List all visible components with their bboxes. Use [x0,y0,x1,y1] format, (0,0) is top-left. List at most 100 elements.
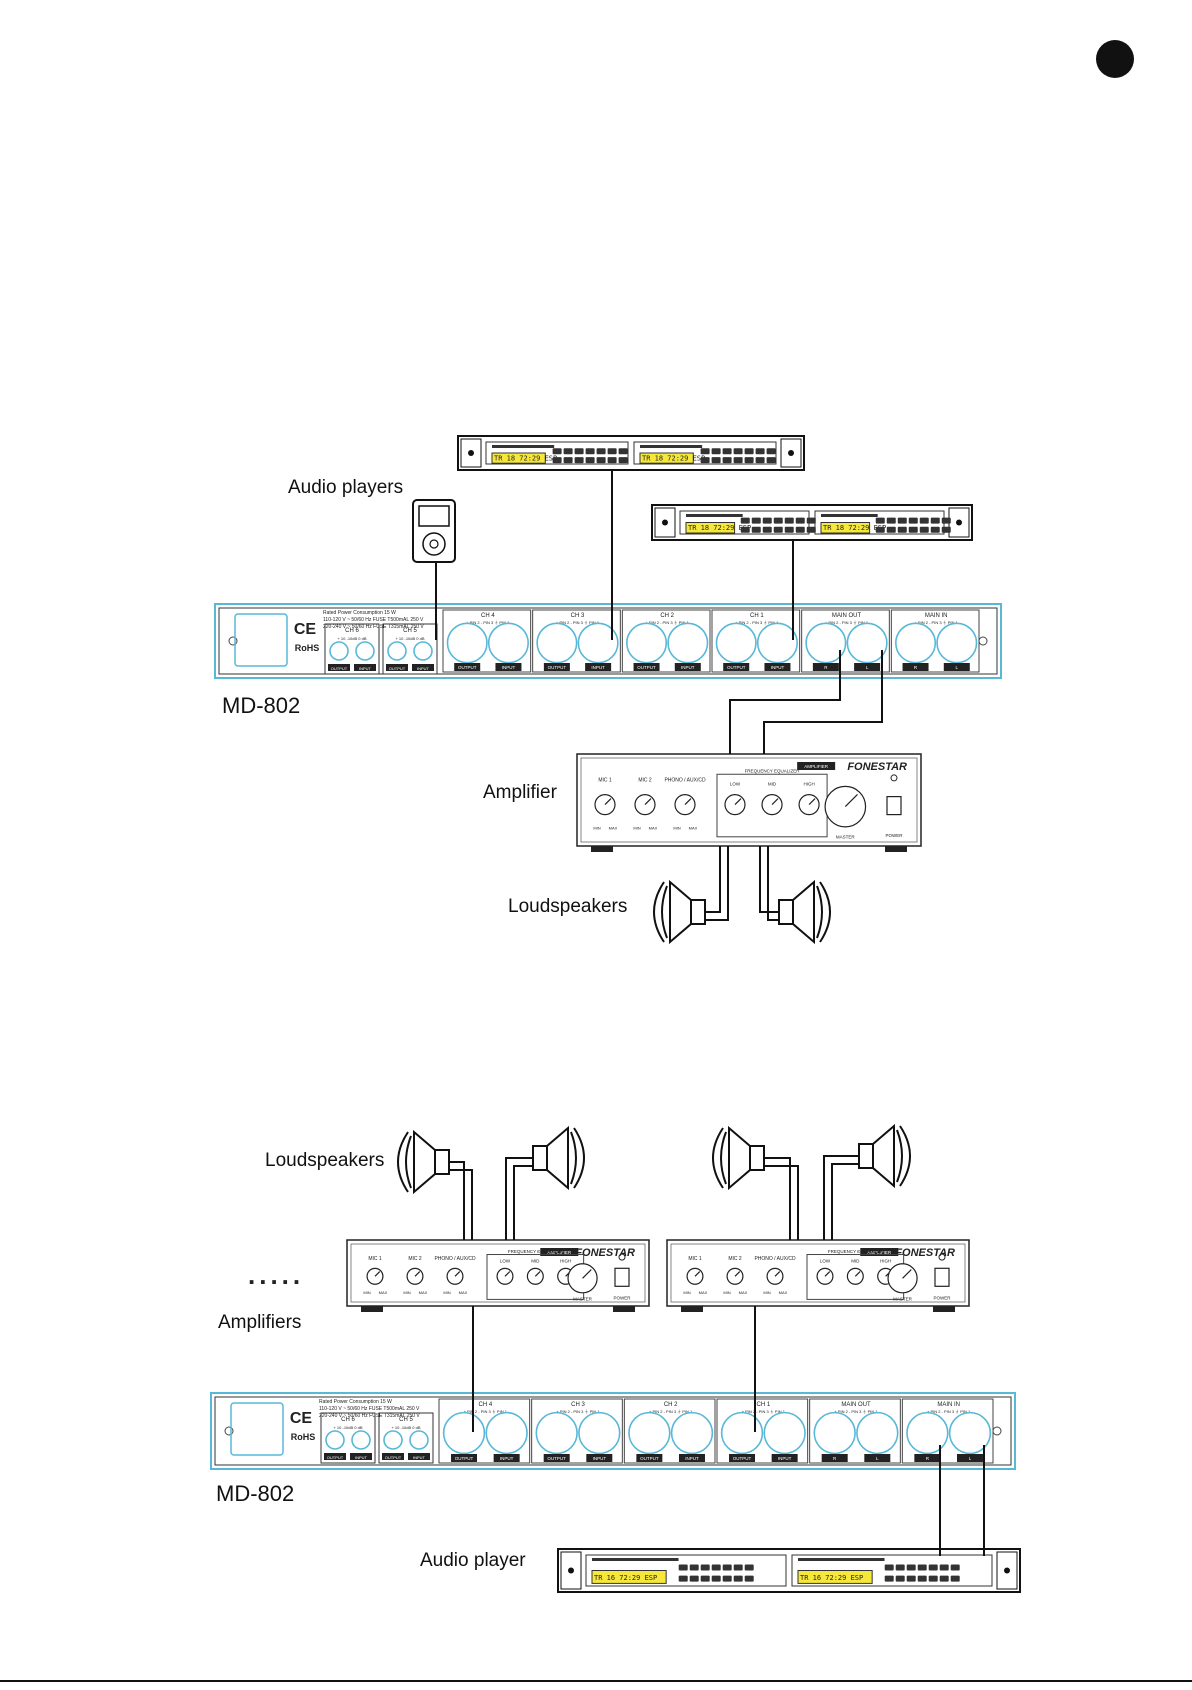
jack-tag [864,1454,891,1462]
amp-range-label: MIN [443,1290,450,1295]
amp-range-label: MAX [699,1290,708,1295]
amp-range-label: MAX [739,1290,748,1295]
cable-amp-spk1-a [705,846,721,913]
jack-tag [902,663,929,671]
rca-jack-labels: + 10 -10dB 0 dB [395,636,424,641]
xlr-pin-labels: + PIN 2 - PIN 3 ⏚ PIN 1 [556,619,600,625]
jack-tag-text: INPUT [500,1456,514,1461]
sound-wave [573,1127,585,1189]
eq-knob-label: MID [768,781,777,786]
amp-range-label: MIN [763,1290,770,1295]
xlr-pin-labels: + PIN 2 - PIN 3 ⏚ PIN 1 [927,1408,971,1414]
knob-pointer [582,1269,592,1279]
player-button [766,448,776,455]
player-button [950,1575,960,1582]
amp-range-label: MIN [633,825,640,830]
power-led [938,1253,946,1261]
jack-tag [543,663,570,671]
player-button [886,526,896,533]
player-button [744,448,754,455]
player-button [897,517,907,524]
xlr-channel-name: MAIN IN [937,1402,960,1408]
sound-wave [661,885,668,939]
amp-range-label: MIN [363,1290,370,1295]
amp-knob-label: PHONO / AUX/CD [434,1256,476,1262]
player-button [773,517,783,524]
jack-tag [543,1454,570,1462]
power-led [618,1253,626,1261]
jack-tag [636,1454,663,1462]
jack-tag-text: INPUT [685,1456,699,1461]
jack-tag [821,1454,848,1462]
xlr-channel-box [621,609,711,673]
jack-tag-text: OUTPUT [640,1456,659,1461]
xlr-channel-name: CH 1 [750,613,764,619]
player-button [795,517,805,524]
spec-line: 220-240 V ~ 50/60 Hz FUSE T315mAL 250 V [323,624,424,630]
speaker-driver [858,1143,874,1169]
rca-jack [409,1430,429,1450]
jack-tag-text: OUTPUT [389,666,406,671]
speaker-driver [434,1149,450,1175]
xlr-jack [577,622,619,664]
xlr-channel-name: MAIN IN [925,613,948,619]
ipod-screen [418,505,450,527]
xlr-jack [578,1411,621,1455]
xlr-channel-box [711,609,801,673]
label-md802-bottom: MD-802 [216,1481,295,1506]
sound-wave [397,1131,409,1193]
label-amplifier: Amplifier [483,782,557,803]
amp-master-label: MASTER [893,1297,913,1302]
player-button [740,526,750,533]
amp-model-text: AMPLIFIER [804,764,829,769]
player-button [884,1564,894,1571]
sound-wave [899,1125,911,1187]
disc-slot [686,514,743,517]
rack-hole [468,450,474,456]
jack-tag [324,1453,346,1460]
amp-brand: FONESTAR [895,1247,955,1259]
cable-spk1-a [449,1161,465,1240]
player-button [596,448,606,455]
rohs-mark: RoHS [291,1432,316,1442]
xlr-jack [715,622,757,664]
jack-tag [586,1454,613,1462]
player-button [939,1575,949,1582]
jack-tag-text: INPUT [359,666,372,671]
speaker-horn [669,879,692,945]
xlr-channel-name: CH 2 [660,613,674,619]
loudspeaker-bottom-2 [532,1125,585,1191]
amp-range-label: MAX [609,825,618,830]
amp-range-label: MAX [649,825,658,830]
jack-tag-text: OUTPUT [637,665,656,670]
jack-tag-text: OUTPUT [548,665,567,670]
xlr-channel-name: CH 3 [571,613,585,619]
rca-channel-box [382,623,438,675]
jack-tag [382,1453,404,1460]
jack-tag [451,1454,478,1462]
amp-range-label: MIN [673,825,680,830]
xlr-channel-name: CH 2 [664,1402,678,1408]
rca-jack [413,641,433,661]
player-button [875,517,885,524]
xlr-jack [948,1411,992,1455]
eq-knob-label: MID [851,1258,860,1263]
power-led [890,774,898,782]
xlr-jack [667,622,709,664]
amp-range-label: MAX [689,825,698,830]
player-button [722,1575,732,1582]
rack-hole [228,636,238,646]
amp-knob-label: MIC 2 [408,1256,422,1262]
lcd-text: TR 18 72:29 ESP [494,454,557,462]
rca-jack [325,1430,345,1450]
loudspeaker-bottom-3 [712,1125,765,1191]
jack-tag-text: OUTPUT [385,1455,402,1460]
spec-line: 110-120 V ~ 50/60 Hz FUSE T500mAL 250 V [319,1406,420,1412]
player-button [755,448,765,455]
amp-knob-label: MIC 1 [598,778,612,784]
jack-tag [854,663,881,671]
cable-mainout-r [729,650,841,754]
xlr-channel-box [901,1398,994,1464]
sound-wave [819,881,831,943]
